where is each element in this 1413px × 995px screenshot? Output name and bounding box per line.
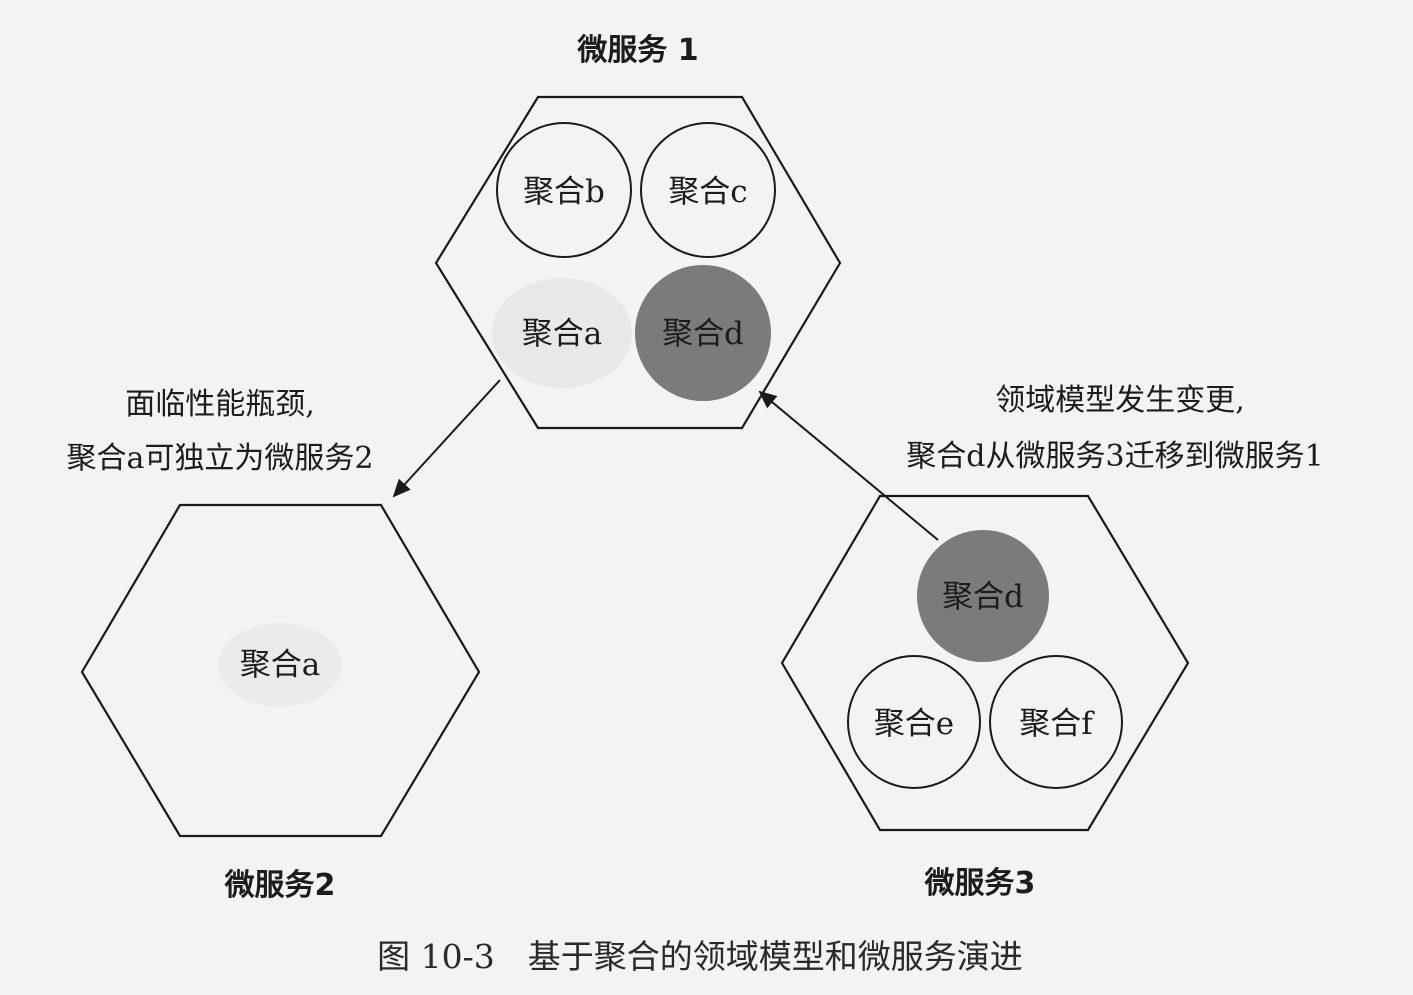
migrate-annotation-line1: 领域模型发生变更, — [995, 383, 1245, 418]
aggregate-a-label-ms2: 聚合a — [240, 647, 320, 683]
microservice-2-hexagon — [80, 503, 481, 838]
aggregate-b-label: 聚合b — [523, 174, 605, 210]
microservice-2-title: 微服务2 — [224, 868, 336, 903]
aggregate-a-faded-shadow-ms2 — [218, 623, 342, 707]
aggregate-b-circle — [496, 122, 632, 258]
aggregate-d-label-ms1: 聚合d — [662, 316, 744, 352]
split-annotation-line1: 面临性能瓶颈, — [125, 387, 315, 422]
aggregate-a-label: 聚合a — [522, 316, 602, 352]
aggregate-d-texture-ms1 — [635, 265, 771, 401]
microservice-1-title: 微服务 1 — [576, 33, 698, 68]
microservice-3-hexagon — [780, 494, 1190, 832]
aggregate-e-label: 聚合e — [874, 706, 954, 742]
split-annotation-line2: 聚合a可独立为微服务2 — [67, 441, 374, 476]
aggregate-d-label-ms3: 聚合d — [942, 579, 1024, 615]
migrate-annotation-line2: 聚合d从微服务3迁移到微服务1 — [906, 439, 1323, 474]
aggregate-f-label: 聚合f — [1019, 706, 1095, 742]
microservice-3-title: 微服务3 — [924, 866, 1036, 901]
microservice-1-hexagon — [434, 95, 842, 430]
aggregate-e-circle — [847, 655, 981, 789]
aggregate-d-texture-ms3 — [917, 530, 1049, 662]
aggregate-f-circle — [989, 655, 1123, 789]
split-arrow — [392, 379, 501, 498]
aggregate-c-circle — [640, 122, 776, 258]
figure-caption: 图 10-3 基于聚合的领域模型和微服务演进 — [377, 937, 1023, 976]
aggregate-a-faded-shadow — [492, 278, 632, 388]
aggregate-c-label: 聚合c — [668, 174, 747, 210]
migrate-arrow — [758, 390, 939, 541]
